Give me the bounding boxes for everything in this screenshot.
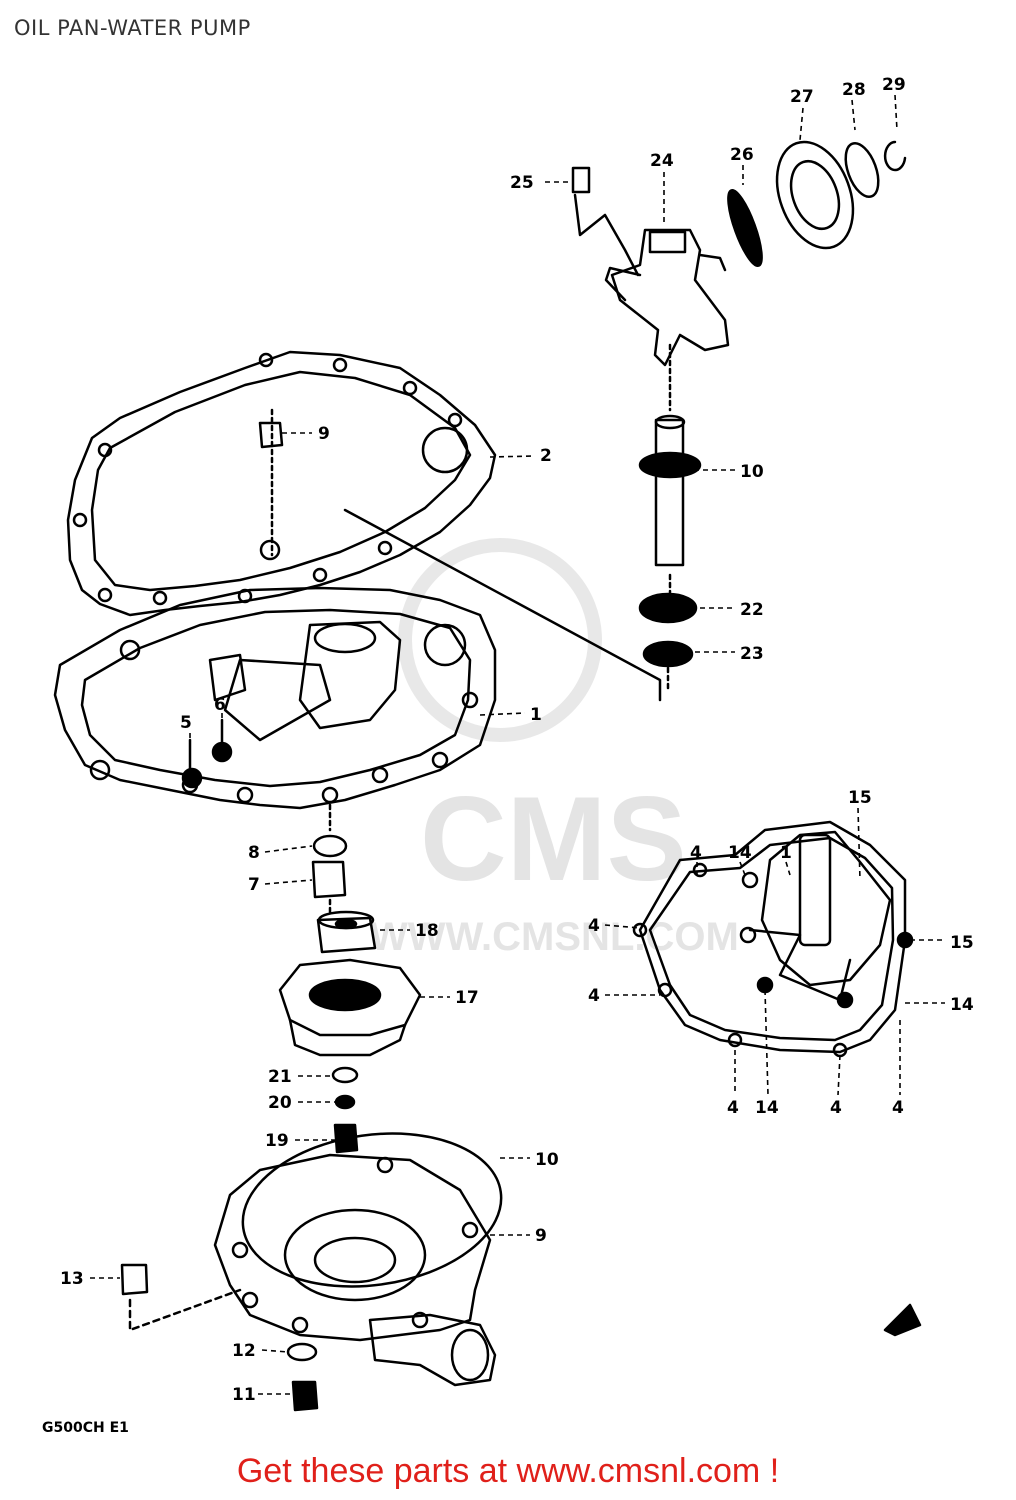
callout-20: 20 xyxy=(268,1093,292,1113)
callout-4-left-upper: 4 xyxy=(588,916,600,936)
washer-28 xyxy=(844,142,880,198)
callout-14-bottom: 14 xyxy=(755,1098,779,1118)
callout-4-left-lower: 4 xyxy=(588,986,600,1006)
callout-10-shaft: 10 xyxy=(740,462,764,482)
callout-26: 26 xyxy=(730,145,754,165)
callout-22: 22 xyxy=(740,600,764,620)
washer-8 xyxy=(312,834,348,858)
callout-25: 25 xyxy=(510,173,534,193)
callout-2: 2 xyxy=(540,446,552,466)
callout-14-top: 14 xyxy=(728,843,752,863)
oil-pan-gasket xyxy=(66,350,497,617)
bolt-11 xyxy=(291,1380,319,1412)
pump-shaft xyxy=(654,418,685,567)
callout-1-cover: 1 xyxy=(780,843,792,863)
footer-link[interactable]: Get these parts at www.cmsnl.com ! xyxy=(236,1452,780,1490)
o-ring-10 xyxy=(241,1132,503,1288)
callout-1: 1 xyxy=(530,705,542,725)
callout-6: 6 xyxy=(214,695,226,715)
bolt-25 xyxy=(571,166,591,194)
oil-strainer xyxy=(610,228,730,367)
callout-17: 17 xyxy=(455,988,479,1008)
page-title: OIL PAN-WATER PUMP xyxy=(14,16,251,40)
callout-5: 5 xyxy=(180,713,192,733)
seal-22 xyxy=(638,592,698,624)
callout-7: 7 xyxy=(248,875,260,895)
callout-19: 19 xyxy=(265,1131,289,1151)
callout-8: 8 xyxy=(248,843,260,863)
callout-10-oring: 10 xyxy=(535,1150,559,1170)
watermark: CMS WWW.CMSNL.COM xyxy=(370,538,739,959)
impeller-17 xyxy=(278,958,422,1037)
water-pump-case xyxy=(213,1153,492,1342)
callout-9-case: 9 xyxy=(535,1226,547,1246)
callout-4-bottom-2: 4 xyxy=(830,1098,842,1118)
callout-28: 28 xyxy=(842,80,866,100)
plug-part-9 xyxy=(258,421,284,449)
callout-15-top: 15 xyxy=(848,788,872,808)
callout-13: 13 xyxy=(60,1269,84,1289)
washer-20 xyxy=(334,1094,356,1110)
diagram-code: G500CH E1 xyxy=(42,1420,129,1436)
callout-27: 27 xyxy=(790,87,814,107)
seal-23 xyxy=(642,640,694,668)
watermark-brand: CMS xyxy=(420,772,687,906)
callout-12: 12 xyxy=(232,1341,256,1361)
callout-21: 21 xyxy=(268,1067,292,1087)
washer-21 xyxy=(331,1066,359,1084)
callout-14-right: 14 xyxy=(950,995,974,1015)
watermark-url: WWW.CMSNL.COM xyxy=(370,915,739,959)
washer-12 xyxy=(286,1342,318,1362)
callout-18: 18 xyxy=(415,921,439,941)
dowel-13 xyxy=(120,1263,149,1296)
callout-4-bottom-1: 4 xyxy=(727,1098,739,1118)
mechanical-seal-18 xyxy=(316,916,377,954)
cover-gasket xyxy=(638,820,907,1054)
callout-24: 24 xyxy=(650,151,674,171)
callout-9-top: 9 xyxy=(318,424,330,444)
callout-23: 23 xyxy=(740,644,764,664)
callout-4-bottom-3: 4 xyxy=(892,1098,904,1118)
callout-4-top: 4 xyxy=(690,843,702,863)
drain-plug-7 xyxy=(311,860,347,899)
callout-11: 11 xyxy=(232,1385,256,1405)
pump-gear-27 xyxy=(775,140,855,250)
callout-15-right: 15 xyxy=(950,933,974,953)
callout-29: 29 xyxy=(882,75,906,95)
clip-29 xyxy=(883,140,907,172)
seal-26 xyxy=(727,189,763,267)
water-pump-cover xyxy=(760,830,892,987)
